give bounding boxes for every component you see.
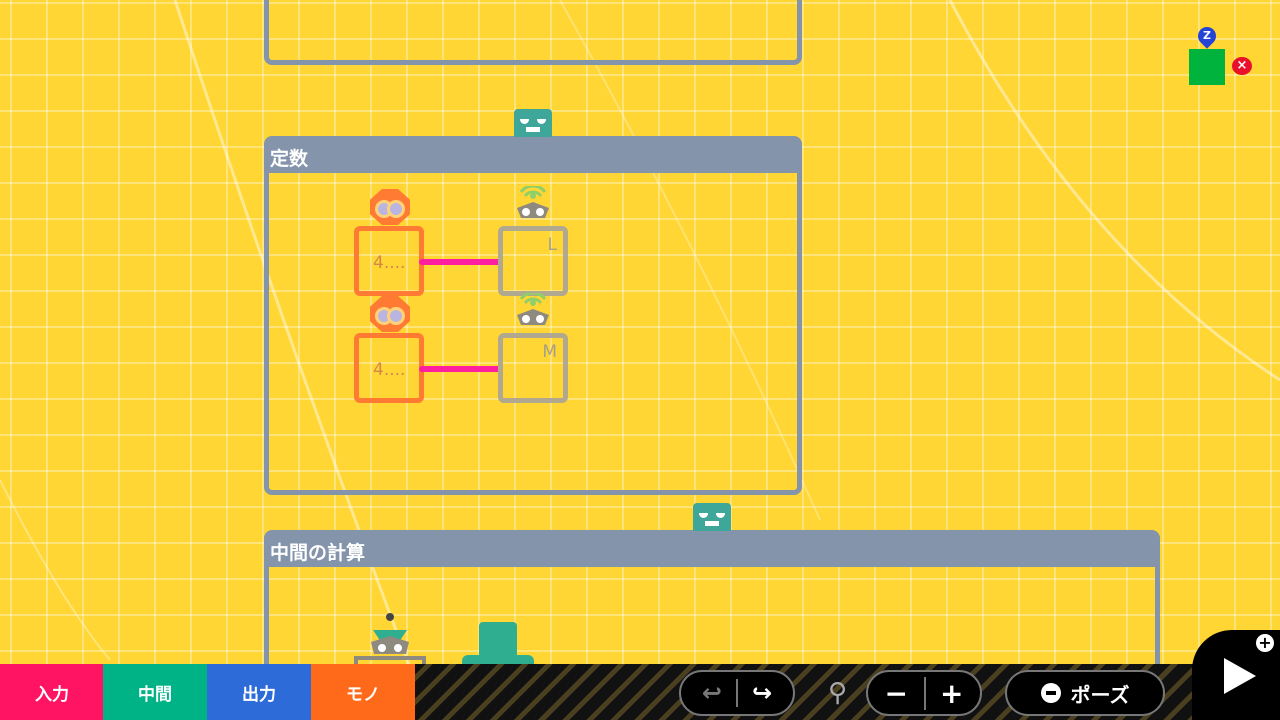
pause-label: ポーズ xyxy=(1070,682,1130,707)
background-curve xyxy=(173,0,432,720)
tab-input[interactable]: 入力 xyxy=(0,664,104,720)
play-button[interactable]: + xyxy=(1192,630,1280,720)
comment-tag-icon[interactable] xyxy=(693,503,731,531)
wire[interactable] xyxy=(419,366,503,372)
counter-node-icon xyxy=(479,622,517,658)
zoom-out-button[interactable]: − xyxy=(885,676,926,710)
wormhole-exit-node-m[interactable]: M xyxy=(498,333,568,403)
box-constants[interactable]: 定数 xyxy=(264,136,802,495)
box-intermediate[interactable]: 中間の計算 xyxy=(264,530,1160,720)
background-curve xyxy=(948,0,1280,382)
constant-node[interactable]: 4.... xyxy=(354,333,424,403)
minus-button-icon xyxy=(1040,683,1061,703)
plus-button-icon: + xyxy=(1256,634,1274,652)
comment-tag-icon[interactable] xyxy=(514,109,552,137)
zoom-group: − + xyxy=(866,670,982,716)
tab-middle[interactable]: 中間 xyxy=(103,664,207,720)
pause-button[interactable]: ポーズ xyxy=(1005,670,1165,716)
node-label: L xyxy=(547,235,557,255)
constant-node-face-icon xyxy=(370,296,410,332)
constant-value: 4.... xyxy=(373,253,406,273)
tab-output[interactable]: 出力 xyxy=(207,664,311,720)
constant-node[interactable]: 4.... xyxy=(354,226,424,296)
minimap-object xyxy=(1189,49,1225,85)
background-curve xyxy=(559,0,821,521)
box-title: 中間の計算 xyxy=(268,534,1156,567)
redo-icon[interactable]: ↪ xyxy=(752,679,773,707)
magnifier-icon: ⚲ xyxy=(828,678,848,708)
wormhole-antenna-icon xyxy=(517,293,549,325)
constant-value: 4.... xyxy=(373,360,406,380)
zoom-in-button[interactable]: + xyxy=(940,676,964,710)
background-curve xyxy=(0,479,111,661)
node-label: M xyxy=(542,342,557,362)
close-marker-icon: × xyxy=(1232,57,1252,75)
undo-redo-group: ↩ ↪ xyxy=(679,670,795,716)
play-icon xyxy=(1224,658,1256,694)
box-title: 定数 xyxy=(268,140,798,173)
box-top[interactable] xyxy=(264,0,802,65)
wormhole-entrance-icon xyxy=(354,613,426,664)
wormhole-exit-node-l[interactable]: L xyxy=(498,226,568,296)
wormhole-antenna-icon xyxy=(517,186,549,218)
undo-icon[interactable]: ↩ xyxy=(702,679,738,707)
tab-object[interactable]: モノ xyxy=(311,664,415,720)
constant-node-face-icon xyxy=(370,189,410,225)
z-marker-label: Z xyxy=(1203,29,1211,42)
wire[interactable] xyxy=(419,259,503,265)
